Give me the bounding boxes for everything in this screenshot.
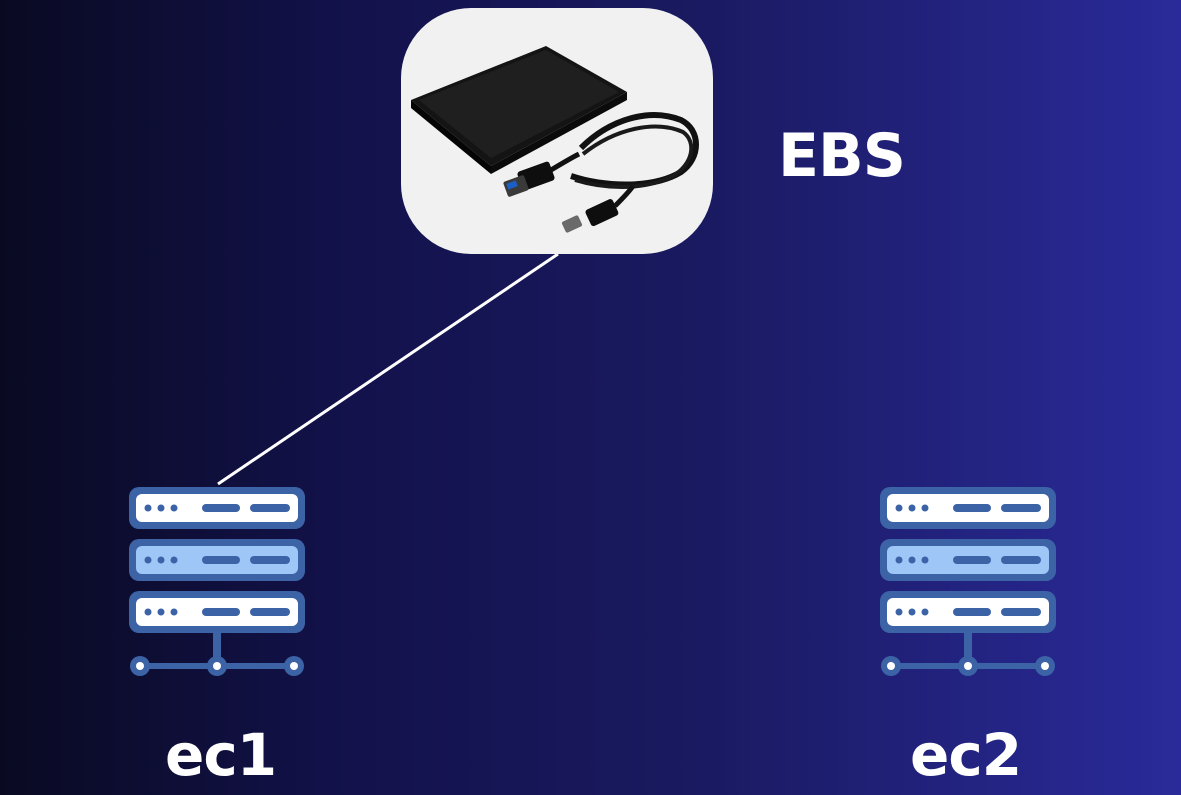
server-rack-icon <box>126 484 308 682</box>
instance-label-ec2: ec2 <box>910 721 1022 789</box>
ebs-label: EBS <box>778 121 906 191</box>
server-rack-icon <box>877 484 1059 682</box>
instance-label-ec1: ec1 <box>165 721 277 789</box>
external-hard-drive-icon <box>401 8 713 254</box>
